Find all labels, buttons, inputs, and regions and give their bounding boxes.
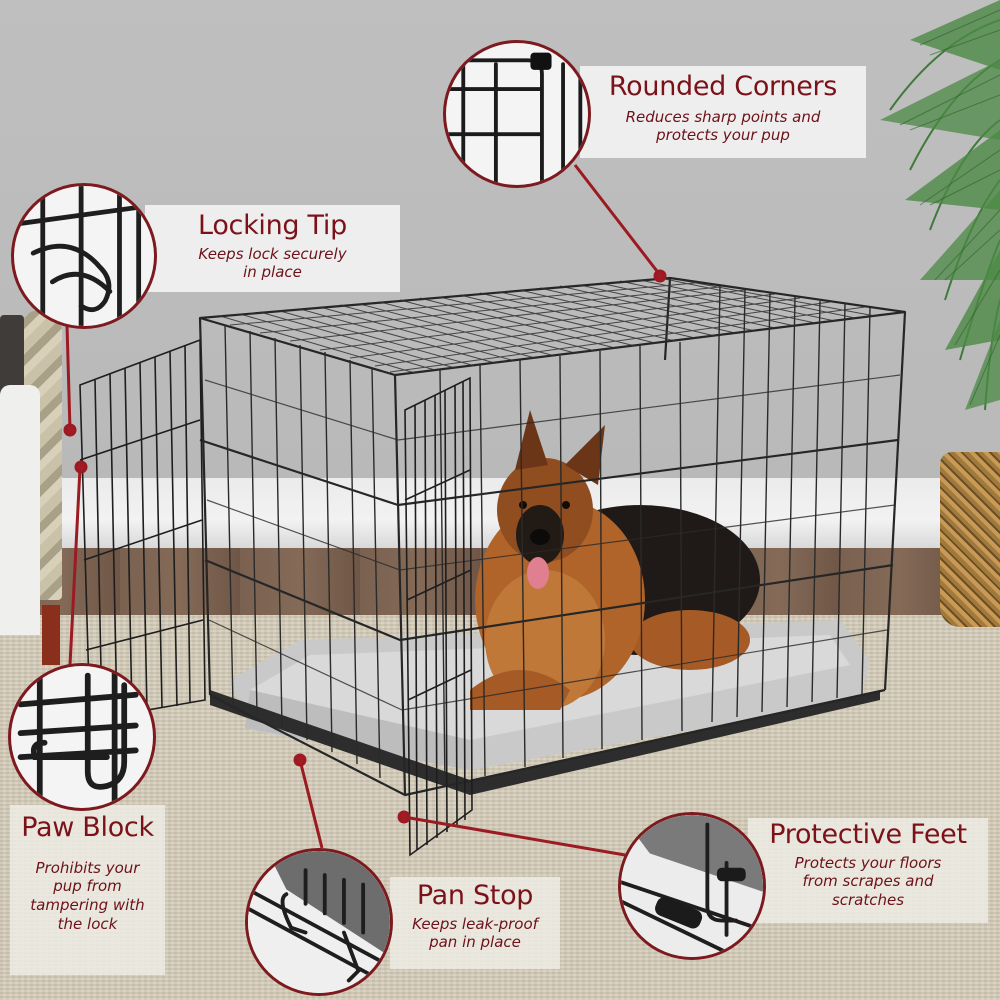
callout-title: Locking Tip — [198, 210, 347, 241]
callout-description-line: Protects your floors — [794, 853, 942, 872]
locking-tip-detail-icon — [14, 186, 154, 326]
armchair — [0, 235, 62, 665]
callout-description-line: pan in place — [429, 933, 521, 952]
zoom-lens-locking-tip — [11, 183, 157, 329]
callout-paw-block: Paw Block Prohibits your pup from tamper… — [10, 805, 165, 975]
rounded-corner-detail-icon — [446, 50, 583, 185]
woven-basket — [940, 452, 1000, 627]
zoom-lens-pan-stop — [245, 848, 393, 996]
callout-description-line: Prohibits your — [35, 858, 140, 877]
callout-title: Pan Stop — [416, 880, 534, 911]
callout-description-line: Reduces sharp points and — [625, 107, 821, 126]
callout-description-line: tampering with — [30, 896, 145, 915]
protective-feet-detail-icon — [621, 815, 763, 957]
callout-protective-feet: Protective Feet Protects your floors fro… — [748, 818, 988, 923]
zoom-lens-rounded-corners — [443, 40, 591, 188]
callout-title: Paw Block — [21, 812, 154, 843]
callout-title: Rounded Corners — [608, 71, 838, 102]
callout-description-line: pup from — [53, 877, 122, 896]
pan-stop-detail-icon — [248, 851, 390, 993]
zoom-lens-paw-block — [8, 663, 156, 811]
callout-description-line: protects your pup — [656, 126, 790, 145]
callout-description-line: in place — [243, 263, 302, 282]
paw-block-detail-icon — [17, 666, 139, 808]
chair-leg — [42, 605, 60, 665]
callout-description-line: from scrapes and — [802, 872, 934, 891]
callout-locking-tip: Locking Tip Keeps lock securely in place — [145, 205, 400, 292]
callout-description-line: Keeps lock securely — [198, 244, 347, 263]
callout-description-line: the lock — [57, 914, 118, 933]
chair-throw-blanket — [0, 385, 40, 635]
callout-pan-stop: Pan Stop Keeps leak-proof pan in place — [390, 877, 560, 969]
callout-title: Protective Feet — [769, 819, 967, 850]
zoom-lens-protective-feet — [618, 812, 766, 960]
palm-plant-icon — [880, 0, 1000, 411]
callout-description-line: Keeps leak-proof — [412, 914, 538, 933]
callout-description-line: scratches — [831, 891, 905, 910]
callout-rounded-corners: Rounded Corners Reduces sharp points and… — [580, 66, 866, 158]
